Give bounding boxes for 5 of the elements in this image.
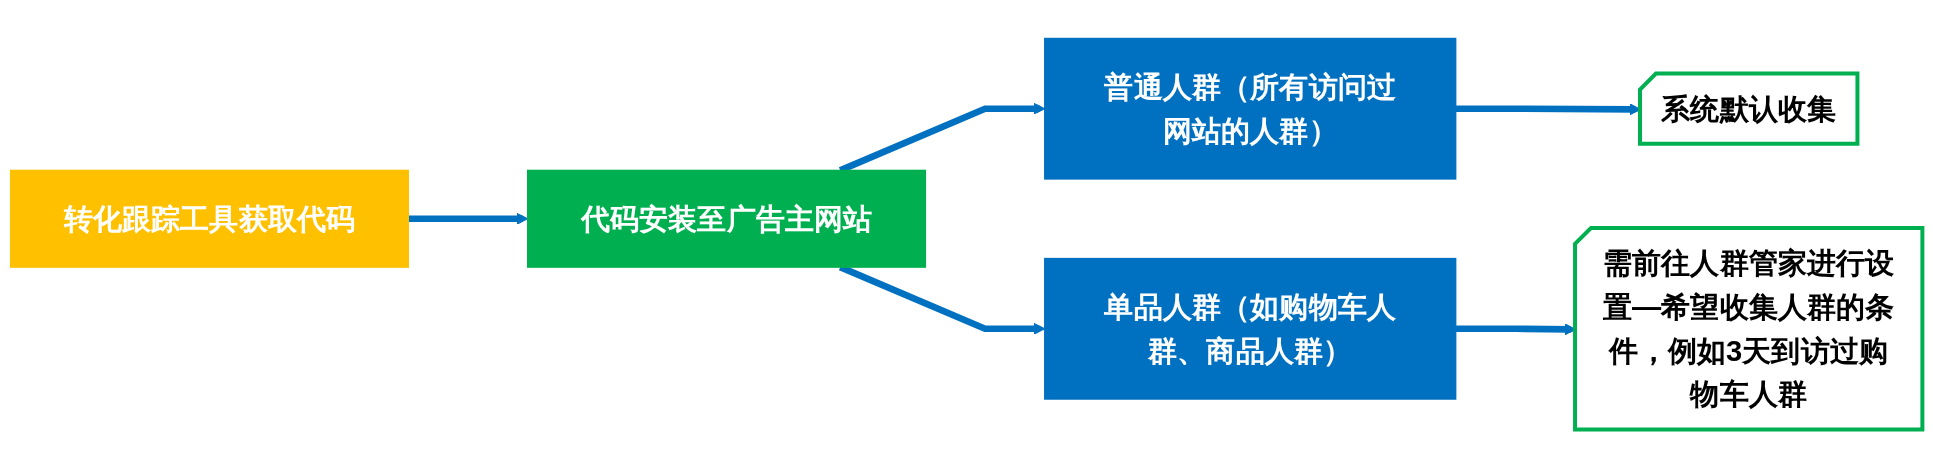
node-box: 普通人群（所有访问过网站的人群）	[1044, 37, 1457, 180]
node-box: 转化跟踪工具获取代码	[9, 169, 409, 268]
arrow	[408, 212, 529, 225]
node-box: 单品人群（如购物车人群、商品人群）	[1044, 257, 1457, 400]
node-box: 代码安装至广告主网站	[527, 169, 927, 268]
